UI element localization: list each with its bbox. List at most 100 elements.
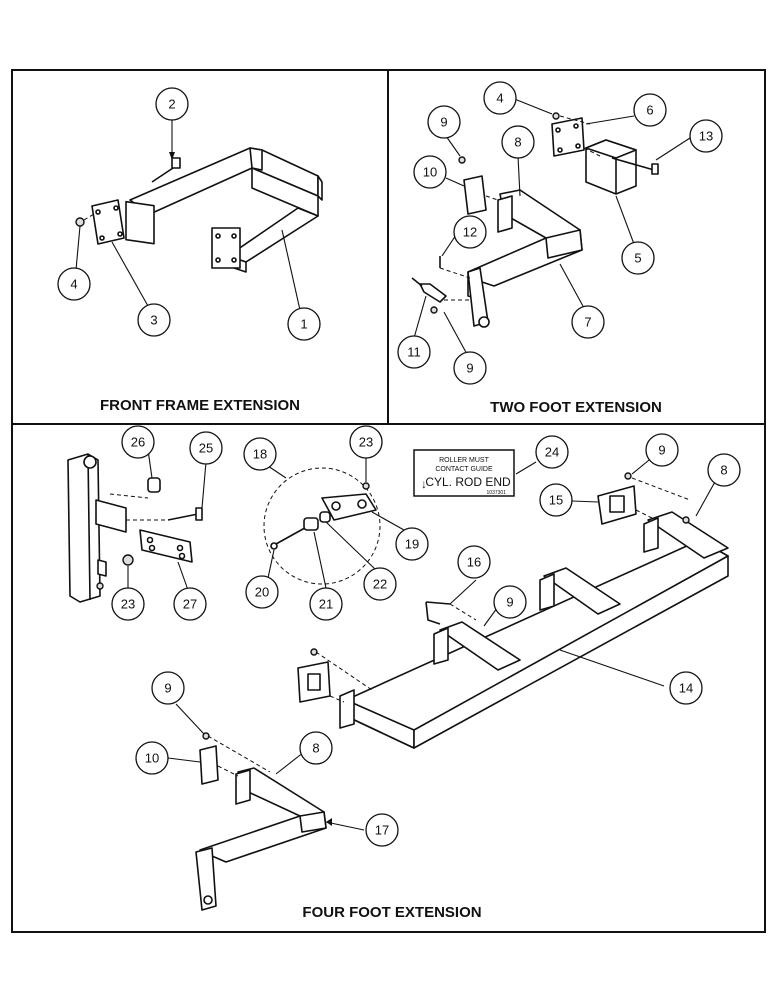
- svg-text:10: 10: [423, 165, 437, 180]
- svg-text:8: 8: [312, 741, 319, 756]
- svg-text:9: 9: [440, 115, 447, 130]
- callout-26: 26: [121, 425, 155, 459]
- decal-code: 1037301: [487, 490, 507, 496]
- callout-24: 24: [535, 435, 569, 469]
- callout-17: 17: [365, 813, 399, 847]
- callout-18: 18: [243, 437, 277, 471]
- hook: [425, 601, 451, 625]
- callout-6: 6: [633, 93, 667, 127]
- svg-text:11: 11: [407, 345, 421, 360]
- callout-12: 12: [453, 215, 487, 249]
- callout-9: 9: [151, 671, 185, 705]
- callout-3: 3: [137, 303, 171, 337]
- callout-23: 23: [111, 587, 145, 621]
- callout-9: 9: [645, 433, 679, 467]
- svg-text:21: 21: [319, 597, 333, 612]
- svg-text:26: 26: [131, 435, 145, 450]
- callout-1: 1: [287, 307, 321, 341]
- svg-text:15: 15: [549, 493, 563, 508]
- callout-19: 19: [395, 527, 429, 561]
- svg-text:9: 9: [658, 443, 665, 458]
- svg-text:4: 4: [70, 277, 77, 292]
- callout-5: 5: [621, 241, 655, 275]
- svg-text:8: 8: [720, 463, 727, 478]
- svg-text:1: 1: [300, 317, 307, 332]
- front-frame-extension-title: FRONT FRAME EXTENSION: [100, 397, 300, 414]
- mounting-plate: [91, 199, 125, 245]
- svg-text:9: 9: [164, 681, 171, 696]
- callout-7: 7: [571, 305, 605, 339]
- callout-4: 4: [483, 81, 517, 115]
- decal-arrow: ↓: [421, 477, 427, 491]
- callout-16: 16: [457, 545, 491, 579]
- svg-text:24: 24: [545, 445, 559, 460]
- four-foot-extension: ROLLER MUST CONTACT GUIDE ↓ CYL. ROD END…: [67, 449, 729, 911]
- bolt: [611, 157, 655, 171]
- callout-9: 9: [493, 585, 527, 619]
- callout-14: 14: [669, 671, 703, 705]
- svg-text:25: 25: [199, 441, 213, 456]
- callout-2: 2: [155, 87, 189, 121]
- svg-text:13: 13: [699, 129, 713, 144]
- mounting-plate: [551, 117, 585, 157]
- svg-text:5: 5: [634, 251, 641, 266]
- svg-text:14: 14: [679, 681, 693, 696]
- four-foot-extension-title: FOUR FOOT EXTENSION: [302, 904, 481, 921]
- svg-text:22: 22: [373, 577, 387, 592]
- upright-post: [67, 453, 101, 603]
- svg-text:16: 16: [467, 555, 481, 570]
- spacer: [319, 511, 331, 523]
- four-foot-frame: [345, 539, 729, 749]
- svg-text:23: 23: [121, 597, 135, 612]
- callout-11: 11: [397, 335, 431, 369]
- callout-27: 27: [173, 587, 207, 621]
- svg-text:7: 7: [584, 315, 591, 330]
- svg-text:9: 9: [506, 595, 513, 610]
- mounting-plate: [463, 175, 487, 215]
- callout-10: 10: [413, 155, 447, 189]
- mounting-plate: [199, 745, 219, 785]
- svg-text:9: 9: [466, 361, 473, 376]
- two-foot-extension-title: TWO FOOT EXTENSION: [490, 399, 662, 416]
- svg-text:23: 23: [359, 435, 373, 450]
- bushing: [147, 477, 161, 493]
- svg-text:2: 2: [168, 97, 175, 112]
- front-frame-extension: [75, 116, 323, 311]
- decal-line3: CYL. ROD END: [425, 475, 511, 489]
- svg-text:19: 19: [405, 537, 419, 552]
- svg-text:10: 10: [145, 751, 159, 766]
- roller: [419, 283, 447, 303]
- svg-text:17: 17: [375, 823, 389, 838]
- callout-10: 10: [135, 741, 169, 775]
- svg-text:27: 27: [183, 597, 197, 612]
- svg-text:4: 4: [496, 91, 503, 106]
- callout-25: 25: [189, 431, 223, 465]
- svg-text:8: 8: [514, 135, 521, 150]
- svg-text:3: 3: [150, 313, 157, 328]
- svg-text:6: 6: [646, 103, 653, 118]
- nut: [75, 217, 85, 227]
- svg-text:18: 18: [253, 447, 267, 462]
- callout-8: 8: [501, 125, 535, 159]
- callout-9: 9: [427, 105, 461, 139]
- detail-circle: [263, 467, 381, 585]
- callout-15: 15: [539, 483, 573, 517]
- svg-text:20: 20: [255, 585, 269, 600]
- bolt: [167, 513, 199, 521]
- callout-23: 23: [349, 425, 383, 459]
- nut: [122, 554, 134, 566]
- callout-4: 4: [57, 267, 91, 301]
- roller: [303, 517, 319, 531]
- diagram-frame: [11, 69, 766, 933]
- callout-22: 22: [363, 567, 397, 601]
- callout-21: 21: [309, 587, 343, 621]
- decal-line1: ROLLER MUST: [439, 457, 490, 464]
- callout-20: 20: [245, 575, 279, 609]
- decal-line2: CONTACT GUIDE: [435, 466, 493, 473]
- guide-bracket: [139, 529, 193, 563]
- callout-8: 8: [299, 731, 333, 765]
- decal-24: ROLLER MUST CONTACT GUIDE ↓ CYL. ROD END…: [413, 449, 515, 497]
- callout-13: 13: [689, 119, 723, 153]
- two-foot-extension: [411, 97, 691, 357]
